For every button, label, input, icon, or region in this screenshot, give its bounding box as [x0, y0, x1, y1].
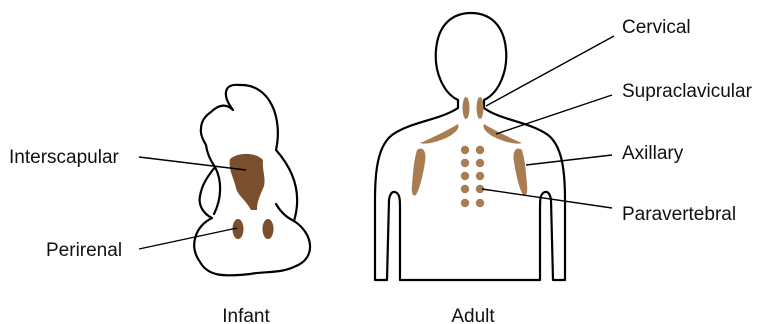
paravertebral-fat-dot	[461, 159, 469, 167]
cervical-fat-left	[463, 97, 470, 119]
axillary-fat-right	[514, 149, 528, 196]
label-paravertebral: Paravertebral	[622, 204, 736, 225]
leader-axillary	[526, 155, 612, 165]
paravertebral-fat-dot	[461, 185, 469, 193]
interscapular-fat	[230, 154, 265, 210]
supraclavicular-fat-left	[420, 124, 459, 144]
paravertebral-fat-dot	[461, 172, 469, 180]
leader-supraclavicular	[496, 95, 612, 134]
paravertebral-fat	[461, 146, 484, 207]
label-perirenal: Perirenal	[46, 240, 122, 261]
cervical-fat-right	[477, 97, 484, 119]
caption-infant: Infant	[222, 306, 270, 324]
paravertebral-fat-dot	[476, 146, 484, 154]
label-supraclavicular: Supraclavicular	[622, 81, 753, 102]
paravertebral-fat-dot	[476, 199, 484, 207]
paravertebral-fat-dot	[476, 159, 484, 167]
infant-leg-line	[276, 204, 294, 221]
infant-arm-line	[214, 167, 220, 214]
adult-figure: Cervical Supraclavicular Axillary Parave…	[375, 13, 753, 324]
label-cervical: Cervical	[622, 17, 691, 38]
perirenal-fat-right	[263, 219, 274, 239]
infant-figure: Interscapular Perirenal Infant	[9, 85, 310, 324]
label-interscapular: Interscapular	[9, 147, 120, 168]
paravertebral-fat-dot	[461, 199, 469, 207]
paravertebral-fat-dot	[476, 172, 484, 180]
label-axillary: Axillary	[622, 143, 684, 164]
caption-adult: Adult	[451, 306, 495, 324]
leader-perirenal	[139, 228, 237, 249]
paravertebral-fat-dot	[461, 146, 469, 154]
axillary-fat-left	[412, 149, 426, 196]
adult-outline	[375, 13, 565, 280]
